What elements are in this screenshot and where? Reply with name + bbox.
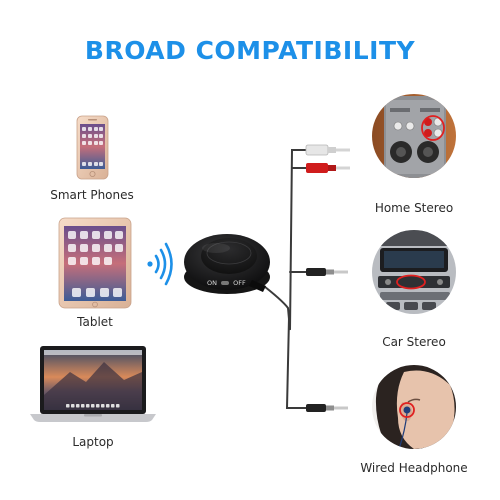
- switch-off-label: OFF: [233, 279, 246, 287]
- laptop-label: Laptop: [72, 435, 114, 449]
- bluetooth-receiver-icon: [184, 234, 270, 294]
- switch-knob: [221, 281, 230, 285]
- smartphone-icon: [76, 115, 109, 180]
- audio-cable: [259, 149, 307, 409]
- smartphones-label: Smart Phones: [50, 188, 134, 202]
- home-stereo-label: Home Stereo: [374, 201, 454, 215]
- bluetooth-signal-icon: [147, 242, 173, 286]
- aux-plug-headphone: [306, 404, 348, 412]
- switch-on-label: ON: [207, 279, 217, 287]
- rca-plug-white: [305, 144, 350, 156]
- rca-plug-red: [306, 163, 350, 173]
- page-title: BROAD COMPATIBILITY: [84, 36, 416, 65]
- tablet-icon: [58, 217, 132, 309]
- wired-headphone-label: Wired Headphone: [360, 461, 468, 475]
- home-stereo-icon: [372, 94, 456, 178]
- laptop-icon: [30, 346, 156, 422]
- aux-plug-car: [306, 268, 348, 276]
- car-stereo-label: Car Stereo: [382, 335, 446, 349]
- car-stereo-icon: [372, 230, 456, 314]
- tablet-label: Tablet: [77, 315, 113, 329]
- device-switch-labels: ON OFF: [207, 279, 246, 287]
- headphone-icon: [372, 365, 456, 449]
